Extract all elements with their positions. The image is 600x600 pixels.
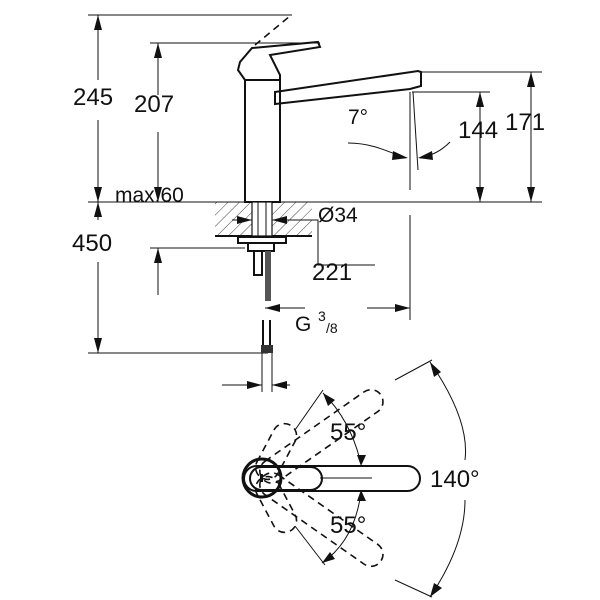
dim-angle-upper: 55° [330,419,366,446]
handle-lower-mid-dashed [254,475,298,534]
svg-text:G: G [295,313,311,336]
svg-text:3: 3 [318,308,326,324]
hose-nut [261,345,273,353]
dim-connection-thread: G 3 /8 [295,308,338,336]
dim-spout-lever-height: 207 [134,91,174,118]
pivot [241,457,283,499]
handle-lower-dashed [259,472,384,568]
dim-spout-height: 171 [505,109,545,136]
handle-upper-mid-dashed [254,422,298,481]
extension-lines [88,14,542,354]
dim-reach: 221 [312,259,352,286]
dim-total-height: 245 [73,84,113,111]
dim-hose-length: 450 [72,230,112,257]
faucet-side-view [215,15,422,392]
lever [236,40,322,81]
lever-raised-outline [254,15,291,46]
svg-text:/8: /8 [326,320,338,336]
dim-angle-total: 140° [430,466,480,493]
handle-upper-dashed [259,388,384,484]
supply-hose [265,251,271,301]
dim-angle-lower: 55° [330,512,366,539]
dim-outlet-height: 144 [458,117,498,144]
dim-max-counter-thickness: max.60 [115,184,184,207]
shank [251,201,273,237]
faucet-top-view [241,359,467,598]
spout [274,69,422,106]
dim-outlet-angle: 7° [348,106,368,129]
mounting-nut [247,242,275,252]
dim-hole-diameter: Ø34 [318,204,358,227]
